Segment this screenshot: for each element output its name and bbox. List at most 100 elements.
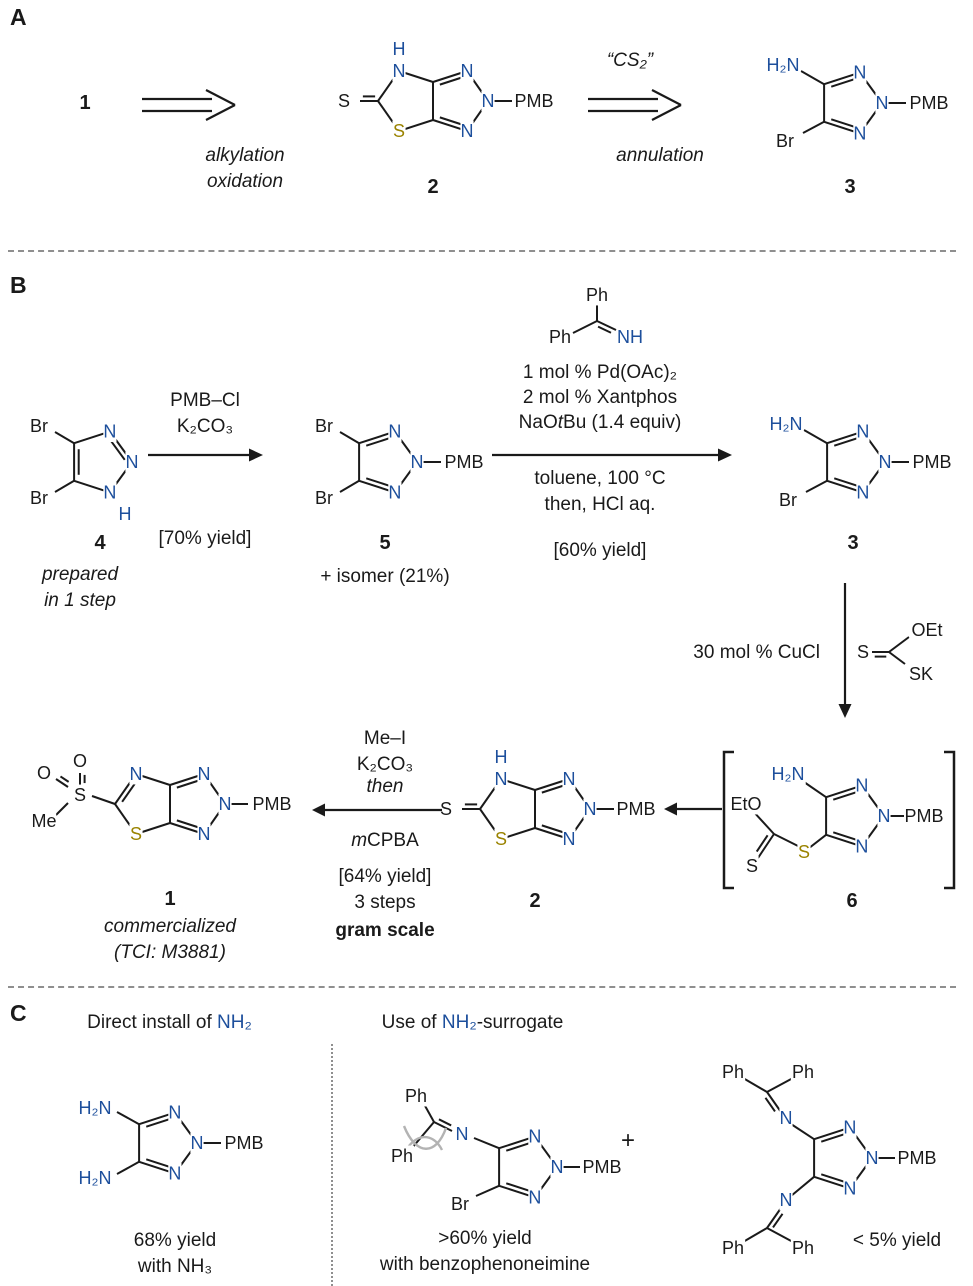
svg-text:N: N [843,1178,856,1198]
panel-c-label: C [10,1000,27,1026]
compound-4-note: prepared in 1 step [10,562,150,614]
reaction-arrow-6-to-2 [664,802,722,816]
panel-a-label: A [10,4,27,30]
retrosynthesis-arrow-2 [588,89,682,121]
compound-1-note: commercialized (TCI: M3881) [75,914,265,966]
svg-text:NH: NH [617,327,643,347]
svg-text:N: N [780,1190,793,1210]
panel-divider-dashed-2 [8,986,956,988]
svg-text:H: H [393,39,406,59]
svg-text:N: N [456,1124,469,1144]
svg-text:H₂N: H₂N [79,1168,112,1188]
retro2-caption: annulation [616,145,704,166]
svg-text:N: N [856,482,869,502]
caption-line: with NH₃ [137,1256,213,1277]
svg-text:N: N [495,769,508,789]
cucl-reagent: 30 mol % CuCl [693,642,820,663]
naotbu-post: Bu (1.4 equiv) [563,412,682,433]
svg-text:Br: Br [779,490,797,510]
cs2-annotation: “CS₂” [606,50,654,71]
svg-text:PMB: PMB [514,91,553,111]
svg-text:N: N [879,452,892,472]
svg-text:N: N [103,422,116,442]
heading-direct-install: Direct install of NH₂ [37,1010,302,1036]
svg-text:Br: Br [315,416,333,436]
caption-line: >60% yield [438,1228,532,1249]
compound-4-label: 4 [94,532,106,554]
svg-text:N: N [563,769,576,789]
svg-text:N: N [482,91,495,111]
reaction-arrow-4-to-5 [148,448,263,462]
reaction-arrow-5-to-3 [492,448,732,462]
svg-text:N: N [168,1103,181,1123]
arrow2-conditions: toluene, 100 °C then, HCl aq. [480,466,720,518]
svg-text:N: N [878,806,891,826]
compound-1-label: 1 [164,888,176,910]
svg-text:Br: Br [451,1194,469,1214]
panel-divider-dashed-1 [8,250,956,252]
svg-text:N: N [198,764,211,784]
caption-line: alkylation [205,145,285,166]
reaction-arrow-down-3-to-6 [838,583,852,718]
svg-text:S: S [746,856,758,876]
svg-text:OEt: OEt [911,620,942,640]
gram-scale-note: gram scale [335,920,435,941]
c3-caption: < 5% yield [852,1230,942,1251]
naotbu-t: t [557,412,564,433]
caption-line: oxidation [206,171,284,192]
mcpba-rest: CPBA [367,830,419,851]
svg-text:Ph: Ph [722,1062,744,1082]
naotbu-pre: NaO [518,412,558,433]
compound-1-ref: 1 [79,92,91,114]
svg-text:Ph: Ph [586,285,608,305]
svg-text:SK: SK [909,664,933,684]
condition-line: toluene, 100 °C [534,468,666,489]
plus-sign: + [620,1127,635,1154]
svg-text:N: N [528,1127,541,1147]
c1-caption: 68% yield with NH₃ [70,1228,280,1280]
yield-line: [64% yield] [338,866,432,887]
svg-text:N: N [103,482,116,502]
compound-3-label-b: 3 [847,532,859,554]
svg-text:S: S [857,642,869,662]
svg-text:N: N [528,1187,541,1207]
svg-text:PMB: PMB [252,794,291,814]
svg-text:N: N [461,61,474,81]
svg-text:S: S [74,785,86,805]
compound-2-label: 2 [427,176,439,198]
svg-text:Ph: Ph [391,1146,413,1166]
reaction-arrow-2-to-1 [312,803,442,817]
retro1-caption: alkylation oxidation [180,143,310,195]
svg-text:N: N [219,794,232,814]
note-line: (TCI: M3881) [114,942,226,963]
svg-text:S: S [798,842,810,862]
svg-text:Ph: Ph [792,1238,814,1258]
compound-3-label: 3 [844,176,856,198]
nh2-blue: NH₂ [441,1012,477,1033]
arrow3-mcpba: mCPBA [315,828,455,854]
svg-text:PMB: PMB [616,799,655,819]
svg-text:S: S [495,829,507,849]
panel-c-divider-dotted [331,1044,333,1286]
arrow1-yield: [70% yield] [158,528,252,549]
svg-text:H₂N: H₂N [79,1098,112,1118]
svg-text:N: N [780,1108,793,1128]
svg-text:N: N [853,63,866,83]
arrow2-reagent-1: 1 mol % Pd(OAc)₂ [522,362,678,383]
svg-text:S: S [393,121,405,141]
mcpba-m: m [351,830,368,851]
arrow3-reagents: Me–I K₂CO₃ [315,726,455,778]
svg-text:Ph: Ph [722,1238,744,1258]
svg-text:Br: Br [315,488,333,508]
svg-text:H₂N: H₂N [767,55,800,75]
nh2-blue: NH₂ [217,1012,252,1033]
heading-surrogate: Use of NH₂-surrogate [345,1010,600,1036]
